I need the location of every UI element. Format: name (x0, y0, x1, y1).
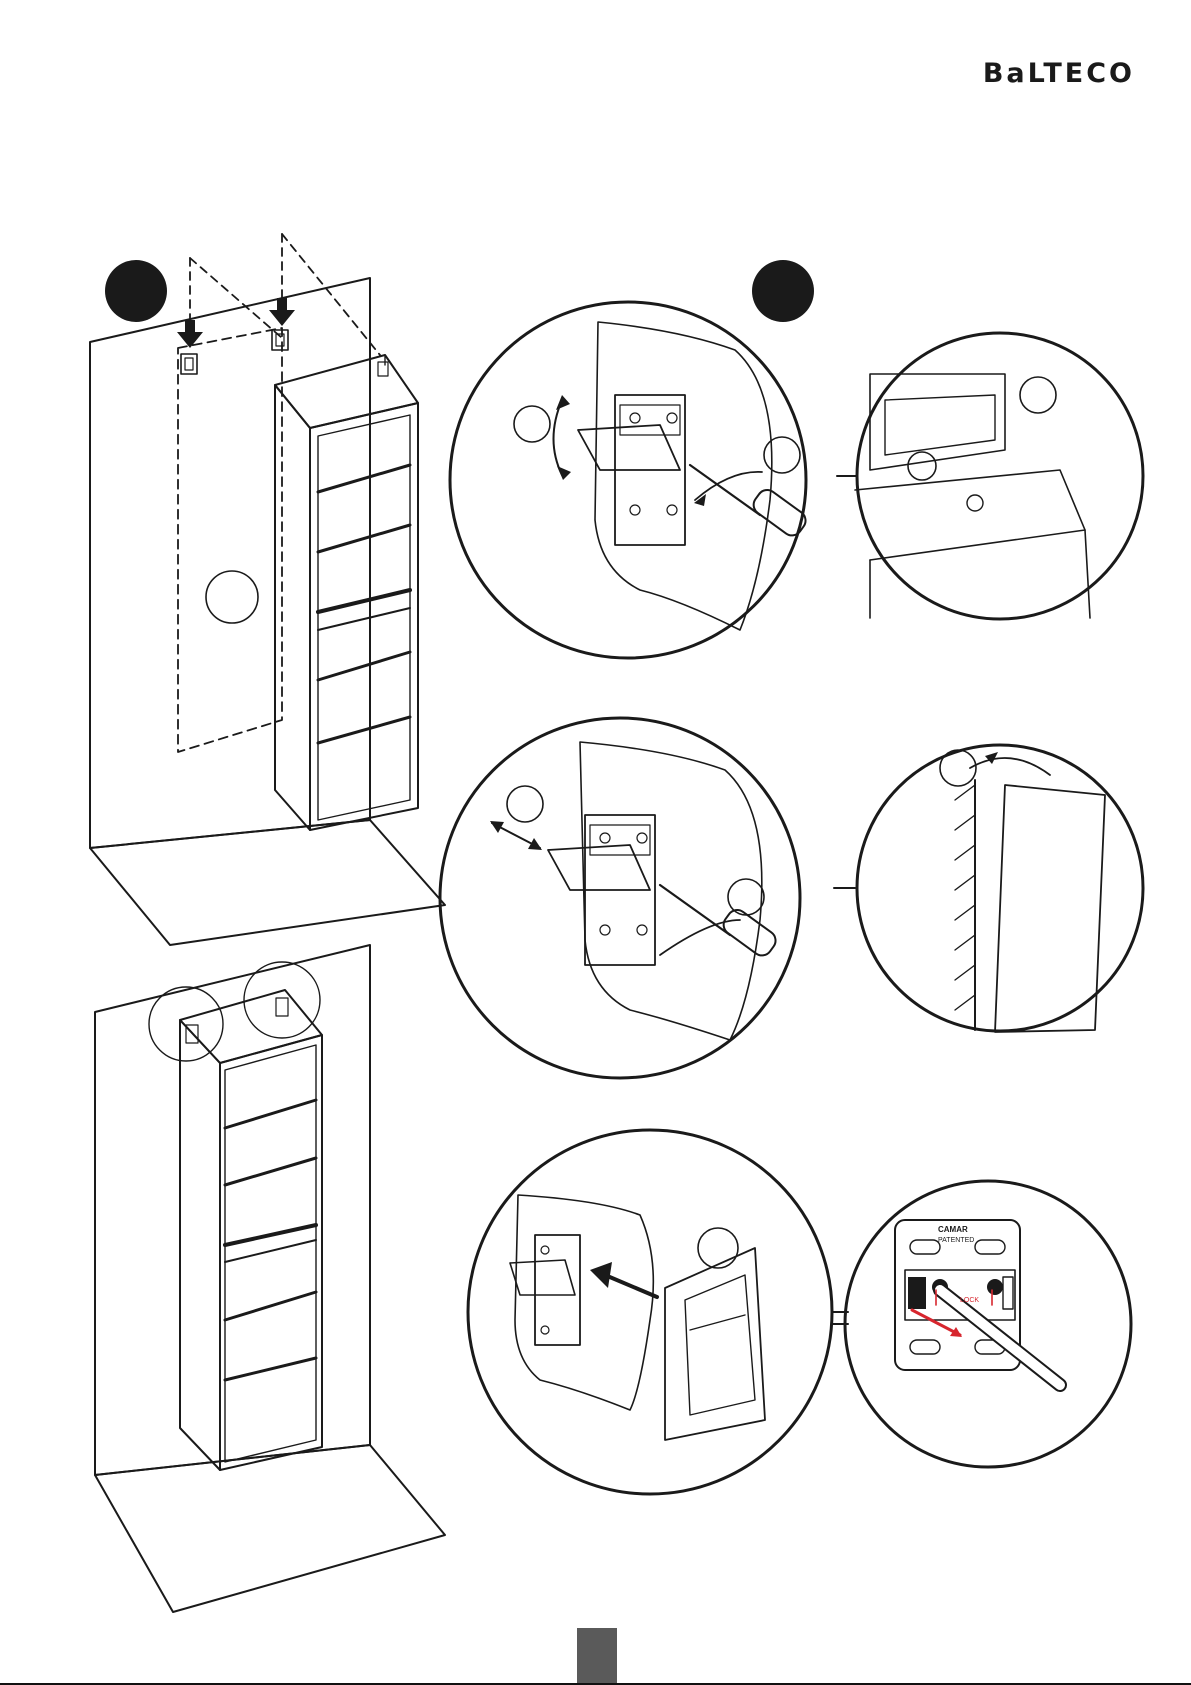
detail-cover-cap (468, 1130, 848, 1494)
plate-brand-text: CAMAR (938, 1225, 968, 1234)
wall-mount-scene-top (90, 234, 445, 945)
detail-adjust-depth (440, 718, 800, 1078)
plate-lock-text: LOCK (960, 1297, 979, 1304)
detail-adjust-vertical (450, 302, 809, 658)
detail-release-lock (833, 1181, 1131, 1467)
detail-top-view (837, 333, 1143, 619)
detail-side-view (834, 745, 1143, 1032)
wall-mount-scene-bottom (95, 945, 445, 1612)
page-number-tab (577, 1628, 617, 1685)
plate-patented-text: PATENTED (938, 1237, 974, 1244)
